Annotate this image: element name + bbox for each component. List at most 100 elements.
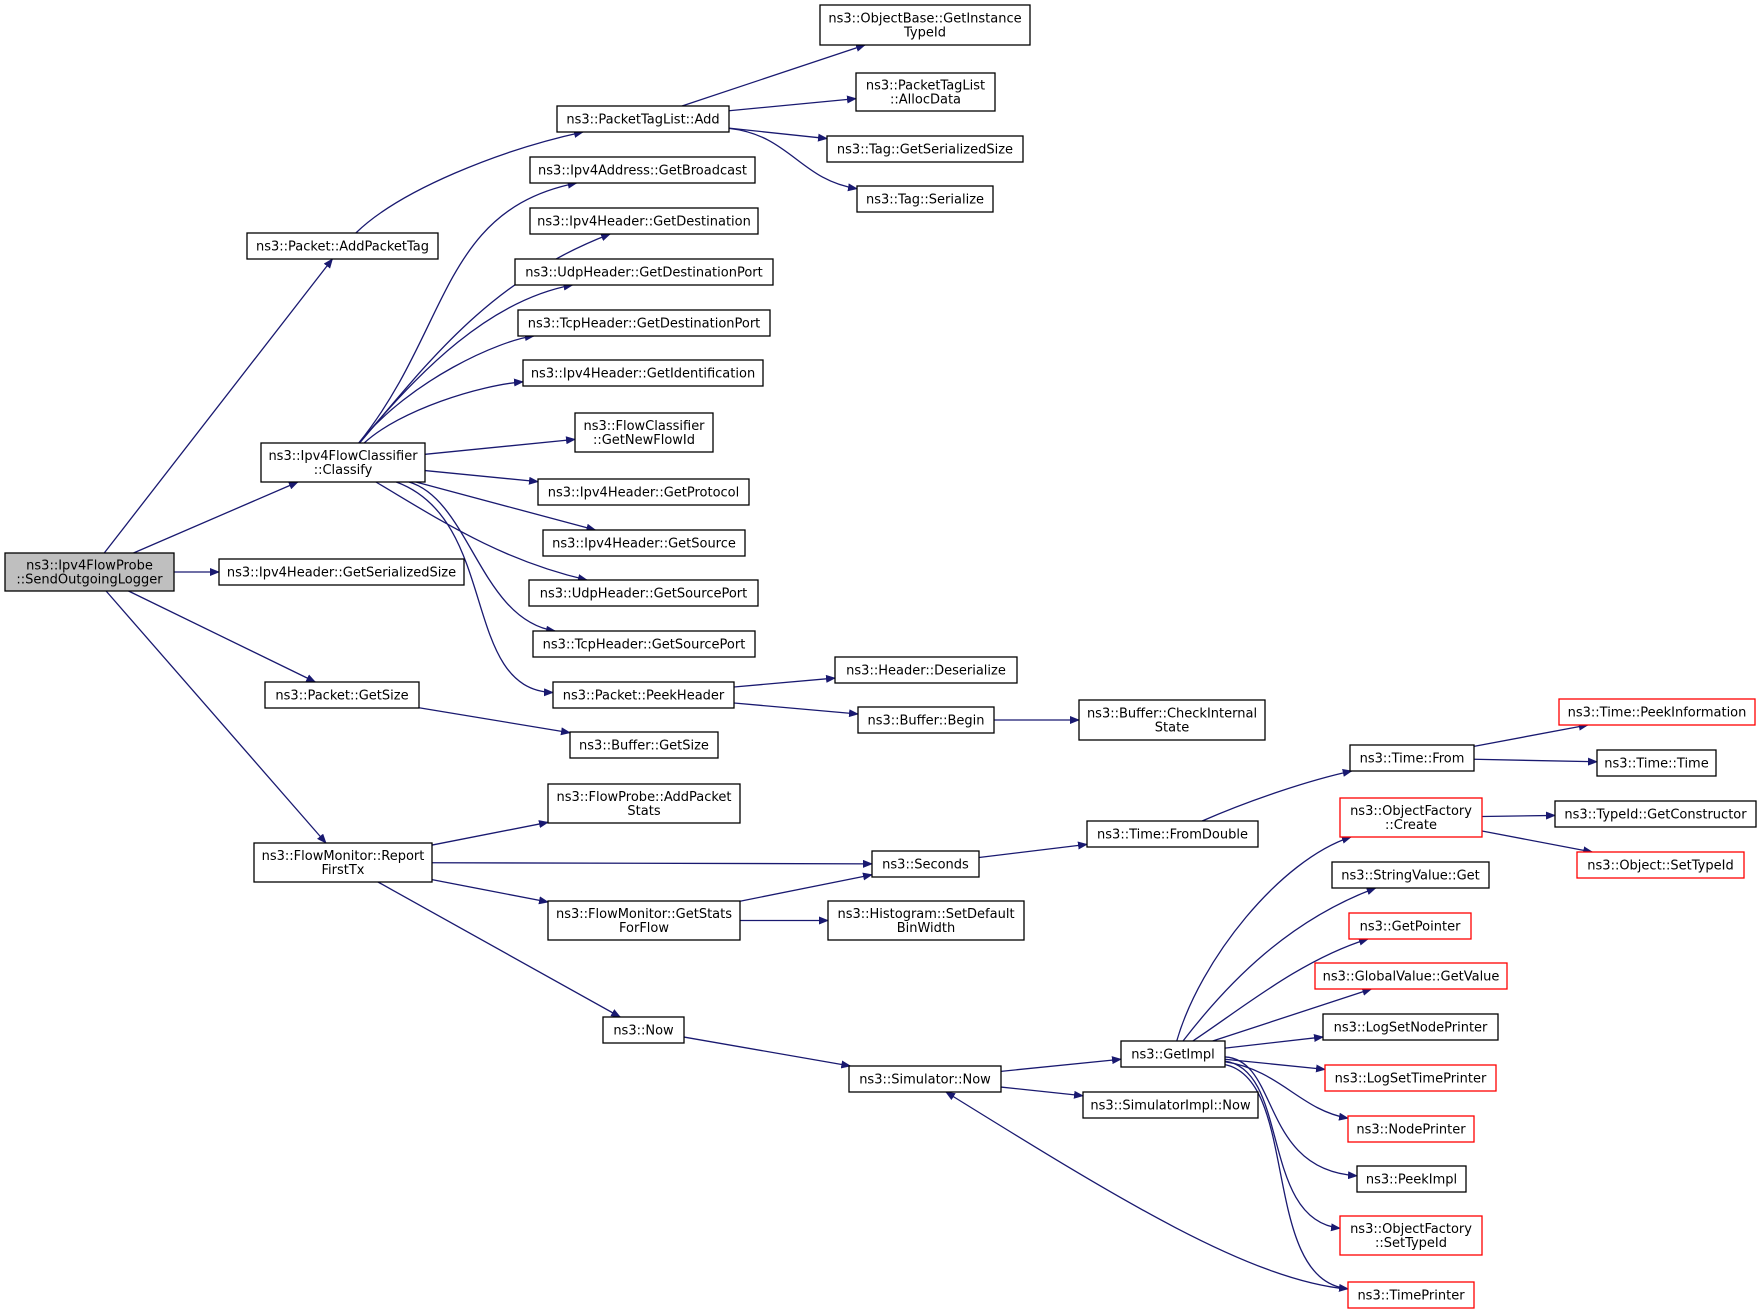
node-label: ns3::UdpHeader::GetSourcePort [540, 587, 748, 602]
node-box [1339, 797, 1483, 838]
node-label: ns3::StringValue::Get [1341, 869, 1479, 884]
node-objectFactoryCreate[interactable]: ns3::ObjectFactory::Create [1339, 797, 1483, 838]
node-label: ::GetNewFlowId [593, 433, 695, 448]
node-label: ns3::ObjectBase::GetInstance [828, 12, 1021, 27]
node-getPointer[interactable]: ns3::GetPointer [1348, 912, 1472, 940]
node-box [514, 258, 774, 286]
node-box [264, 681, 420, 709]
call-edge-classify-to-udpSourcePort [375, 481, 588, 582]
call-edge-classify-to-tcpSourcePort [408, 481, 557, 634]
node-udpDestPort[interactable]: ns3::UdpHeader::GetDestinationPort [514, 258, 774, 286]
call-edge-classify-to-getBroadcast [358, 180, 578, 444]
call-edge-packetGetSize-to-bufferGetSize [418, 707, 571, 736]
node-label: ns3::Now [613, 1024, 674, 1039]
node-peekHeader[interactable]: ns3::Packet::PeekHeader [552, 681, 735, 709]
node-label: ns3::Packet::PeekHeader [563, 689, 725, 704]
call-edge-reportFirstTx-to-getStatsForFlow [431, 879, 549, 905]
node-getBroadcast[interactable]: ns3::Ipv4Address::GetBroadcast [529, 156, 756, 184]
node-box [1339, 1215, 1483, 1256]
node-peekInformation[interactable]: ns3::Time::PeekInformation [1558, 698, 1756, 726]
node-label: ns3::Buffer::Begin [867, 714, 984, 729]
call-edge-simulatorNow-to-getImpl [1000, 1056, 1122, 1072]
node-tagGetSerializedSize[interactable]: ns3::Tag::GetSerializedSize [826, 135, 1024, 163]
node-box [871, 850, 980, 878]
node-label: ns3::Packet::GetSize [275, 689, 408, 704]
node-getSource[interactable]: ns3::Ipv4Header::GetSource [542, 529, 746, 557]
call-edge-tagListAdd-to-getInstanceTypeId [681, 44, 866, 107]
node-deserialize[interactable]: ns3::Header::Deserialize [834, 656, 1018, 684]
node-timeFrom[interactable]: ns3::Time::From [1349, 744, 1475, 772]
node-label: ns3::PacketTagList::Add [566, 113, 719, 128]
node-timePrinter[interactable]: ns3::TimePrinter [1347, 1281, 1475, 1309]
edges [103, 44, 1598, 1292]
call-edge-tagListAdd-to-tagSerialize [728, 127, 858, 192]
node-getProtocol[interactable]: ns3::Ipv4Header::GetProtocol [537, 478, 750, 506]
node-getImpl[interactable]: ns3::GetImpl [1120, 1040, 1226, 1068]
node-simulatorNow[interactable]: ns3::Simulator::Now [848, 1065, 1002, 1093]
node-label: ForFlow [619, 921, 669, 936]
node-label: ns3::Simulator::Now [859, 1073, 991, 1088]
node-box [529, 207, 759, 235]
node-getNewFlowId[interactable]: ns3::FlowClassifier::GetNewFlowId [574, 412, 714, 453]
node-box [532, 630, 756, 658]
node-globalGetValue[interactable]: ns3::GlobalValue::GetValue [1314, 962, 1508, 990]
node-tcpDestPort[interactable]: ns3::TcpHeader::GetDestinationPort [517, 309, 771, 337]
node-packetGetSize[interactable]: ns3::Packet::GetSize [264, 681, 420, 709]
call-edge-reportFirstTx-to-now [377, 881, 622, 1018]
node-udpSourcePort[interactable]: ns3::UdpHeader::GetSourcePort [528, 579, 759, 607]
node-peekImpl[interactable]: ns3::PeekImpl [1356, 1165, 1467, 1193]
node-logSetTimePrinter[interactable]: ns3::LogSetTimePrinter [1324, 1064, 1497, 1092]
call-edge-root-to-packetGetSize [128, 590, 317, 683]
node-box [1086, 820, 1259, 848]
node-now[interactable]: ns3::Now [602, 1016, 685, 1044]
node-stringValueGet[interactable]: ns3::StringValue::Get [1331, 861, 1490, 889]
node-bufferBegin[interactable]: ns3::Buffer::Begin [857, 706, 995, 734]
node-getIdentification[interactable]: ns3::Ipv4Header::GetIdentification [522, 359, 764, 387]
node-tagSerialize[interactable]: ns3::Tag::Serialize [856, 185, 994, 213]
node-getDestination[interactable]: ns3::Ipv4Header::GetDestination [529, 207, 759, 235]
node-box [552, 681, 735, 709]
node-classify[interactable]: ns3::Ipv4FlowClassifier::Classify [260, 442, 426, 483]
node-getSerializedSize[interactable]: ns3::Ipv4Header::GetSerializedSize [218, 558, 465, 586]
node-simulatorImplNow[interactable]: ns3::SimulatorImpl::Now [1082, 1091, 1259, 1119]
node-label: ns3::LogSetNodePrinter [1334, 1021, 1488, 1036]
node-box [602, 1016, 685, 1044]
call-edge-getImpl-to-peekImpl [1224, 1056, 1358, 1180]
node-label: ns3::Packet::AddPacketTag [256, 240, 429, 255]
node-getConstructor[interactable]: ns3::TypeId::GetConstructor [1554, 800, 1757, 828]
node-label: FirstTx [322, 863, 365, 878]
node-timeTime[interactable]: ns3::Time::Time [1596, 749, 1717, 777]
node-label: ns3::FlowMonitor::Report [262, 849, 425, 864]
node-box [547, 783, 741, 824]
node-box [826, 135, 1024, 163]
node-factorySetTypeId[interactable]: ns3::ObjectFactory::SetTypeId [1339, 1215, 1483, 1256]
node-bufferGetSize[interactable]: ns3::Buffer::GetSize [569, 731, 719, 759]
call-edge-seconds-to-fromDouble [978, 841, 1088, 859]
node-box [1120, 1040, 1226, 1068]
node-allocData[interactable]: ns3::PacketTagList::AllocData [855, 72, 996, 112]
node-label: BinWidth [897, 921, 956, 936]
node-setTypeId[interactable]: ns3::Object::SetTypeId [1576, 851, 1745, 879]
node-fromDouble[interactable]: ns3::Time::FromDouble [1086, 820, 1259, 848]
call-edge-reportFirstTx-to-seconds [431, 859, 873, 868]
node-addPacketTag[interactable]: ns3::Packet::AddPacketTag [246, 232, 439, 260]
node-root[interactable]: ns3::Ipv4FlowProbe::SendOutgoingLogger [4, 552, 175, 592]
node-nodePrinter[interactable]: ns3::NodePrinter [1347, 1115, 1475, 1143]
node-label: ns3::Time::From [1360, 752, 1465, 767]
node-box [253, 842, 433, 883]
call-edge-root-to-reportFirstTx [105, 590, 327, 844]
call-edge-getImpl-to-factorySetTypeId [1224, 1060, 1341, 1232]
node-tcpSourcePort[interactable]: ns3::TcpHeader::GetSourcePort [532, 630, 756, 658]
node-logSetNodePrinter[interactable]: ns3::LogSetNodePrinter [1322, 1013, 1499, 1041]
node-box [1558, 698, 1756, 726]
node-seconds[interactable]: ns3::Seconds [871, 850, 980, 878]
node-tagListAdd[interactable]: ns3::PacketTagList::Add [556, 105, 730, 133]
node-box [218, 558, 465, 586]
